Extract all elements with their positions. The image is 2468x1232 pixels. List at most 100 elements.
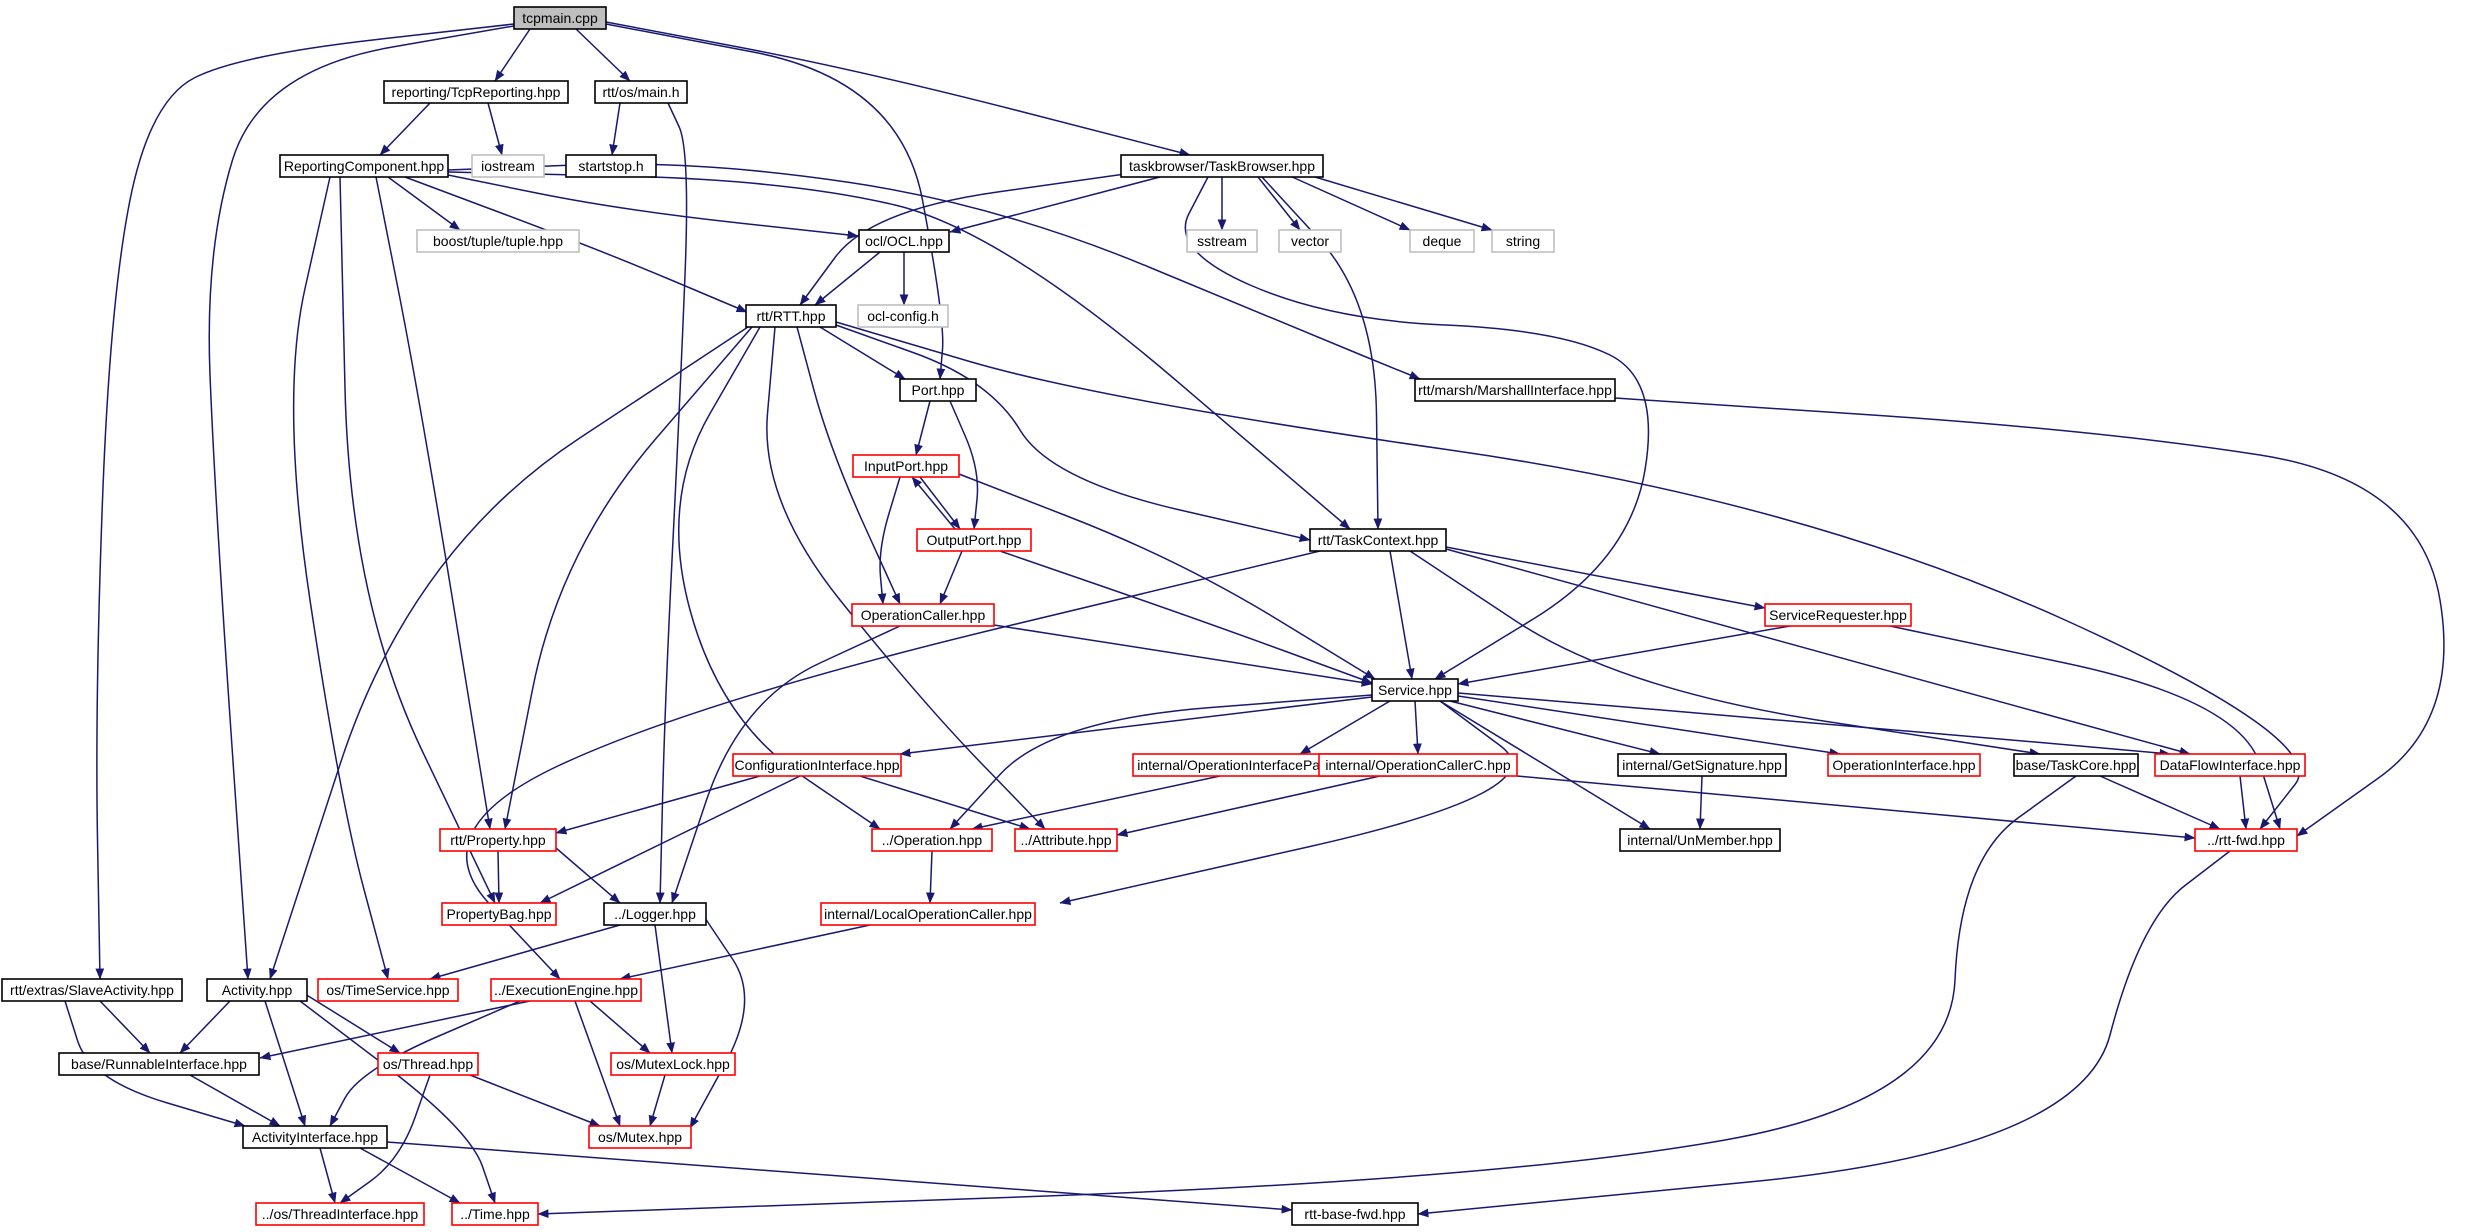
node-configinterface[interactable]: ConfigurationInterface.hpp — [732, 753, 902, 777]
edge-inputport-to-service — [958, 473, 1376, 680]
node-port[interactable]: Port.hpp — [899, 378, 977, 402]
node-iostream[interactable]: iostream — [471, 154, 545, 178]
node-dataflow[interactable]: DataFlowInterface.hpp — [2154, 753, 2306, 777]
edge-taskcontext-to-service — [1389, 550, 1415, 680]
node-label: ocl/OCL.hpp — [865, 233, 943, 249]
node-execengine[interactable]: ../ExecutionEngine.hpp — [490, 978, 642, 1002]
node-box — [58, 1052, 260, 1076]
node-rttbasefwd[interactable]: rtt-base-fwd.hpp — [1291, 1202, 1419, 1226]
node-box — [732, 753, 902, 777]
edge-slaveactivity-to-activityinterface — [64, 1000, 246, 1128]
node-property[interactable]: rtt/Property.hpp — [439, 828, 557, 852]
node-label: internal/GetSignature.hpp — [1622, 757, 1782, 773]
node-deque[interactable]: deque — [1409, 229, 1475, 253]
node-activityinterface[interactable]: ActivityInterface.hpp — [242, 1125, 388, 1149]
node-oclconfig[interactable]: ocl-config.h — [857, 304, 949, 328]
node-activity[interactable]: Activity.hpp — [206, 978, 308, 1002]
edge-outputport-to-inputport — [911, 476, 956, 530]
edge-marshall-to-rttfwd — [1614, 397, 2445, 837]
node-mutex[interactable]: os/Mutex.hpp — [588, 1125, 692, 1149]
node-time[interactable]: ../Time.hpp — [451, 1202, 539, 1226]
edge-execengine-to-mutex — [574, 1000, 621, 1127]
edge-outputport-to-service — [999, 550, 1373, 684]
node-label: string — [1506, 233, 1540, 249]
node-tcpreporting[interactable]: reporting/TcpReporting.hpp — [383, 80, 569, 104]
node-reportingcomponent[interactable]: ReportingComponent.hpp — [279, 154, 449, 178]
node-servicerequester[interactable]: ServiceRequester.hpp — [1764, 603, 1912, 627]
edge-rtt-to-activity — [269, 326, 749, 980]
node-string[interactable]: string — [1491, 229, 1555, 253]
node-box — [451, 1202, 539, 1226]
node-rttfwd[interactable]: ../rtt-fwd.hpp — [2194, 828, 2298, 852]
node-box — [1278, 229, 1342, 253]
node-label: os/TimeService.hpp — [326, 982, 449, 998]
edge-reportingcomponent-to-ocl — [447, 174, 859, 240]
node-propertybag[interactable]: PropertyBag.hpp — [441, 902, 557, 926]
node-marshall[interactable]: rtt/marsh/MarshallInterface.hpp — [1414, 378, 1616, 402]
node-box — [858, 229, 950, 253]
node-label: ../Logger.hpp — [614, 906, 696, 922]
node-thread[interactable]: os/Thread.hpp — [377, 1052, 479, 1076]
edge-service-to-operation — [949, 694, 1373, 830]
node-getsignature[interactable]: internal/GetSignature.hpp — [1617, 753, 1787, 777]
node-label: OperationInterface.hpp — [1832, 757, 1975, 773]
node-attribute[interactable]: ../Attribute.hpp — [1014, 828, 1118, 852]
node-logger[interactable]: ../Logger.hpp — [603, 902, 707, 926]
node-box — [513, 6, 607, 30]
node-outputport[interactable]: OutputPort.hpp — [916, 528, 1032, 552]
edge-tcpreporting-to-reportingcomponent — [379, 102, 431, 156]
node-label: PropertyBag.hpp — [446, 906, 551, 922]
node-box — [1827, 753, 1981, 777]
node-label: os/Thread.hpp — [383, 1056, 473, 1072]
node-taskcore[interactable]: base/TaskCore.hpp — [2013, 753, 2139, 777]
edge-property-to-logger — [555, 847, 621, 904]
node-label: InputPort.hpp — [864, 458, 948, 474]
node-label: internal/LocalOperationCaller.hpp — [824, 906, 1032, 922]
node-inputport[interactable]: InputPort.hpp — [852, 454, 960, 478]
node-threadinterface[interactable]: ../os/ThreadInterface.hpp — [255, 1202, 425, 1226]
node-sstream[interactable]: sstream — [1186, 229, 1258, 253]
node-localopcaller[interactable]: internal/LocalOperationCaller.hpp — [820, 902, 1036, 926]
node-box — [383, 80, 569, 104]
node-osmain[interactable]: rtt/os/main.h — [594, 80, 688, 104]
edge-reportingcomponent-to-marshall — [447, 163, 1421, 380]
edge-taskbrowser-to-ocl — [949, 176, 1161, 234]
edge-rtt-to-property — [502, 326, 753, 830]
node-box — [1120, 154, 1324, 178]
edge-service-to-dataflow — [1457, 692, 2171, 758]
node-service[interactable]: Service.hpp — [1371, 678, 1459, 702]
node-operationcaller[interactable]: OperationCaller.hpp — [851, 603, 995, 627]
node-opcallerc[interactable]: internal/OperationCallerC.hpp — [1318, 753, 1518, 777]
edge-service-to-opinterface — [1457, 695, 1841, 757]
node-box — [2194, 828, 2298, 852]
edge-outputport-to-operationcaller — [939, 550, 963, 605]
edge-tcpmain-to-activity — [208, 23, 526, 980]
node-unmember[interactable]: internal/UnMember.hpp — [1619, 828, 1781, 852]
node-taskcontext[interactable]: rtt/TaskContext.hpp — [1309, 528, 1447, 552]
node-boosttuple[interactable]: boost/tuple/tuple.hpp — [416, 229, 580, 253]
node-rtt[interactable]: rtt/RTT.hpp — [745, 304, 837, 328]
edge-taskcontext-to-execengine — [465, 550, 1321, 980]
node-label: tcpmain.cpp — [522, 10, 598, 26]
node-mutexlock[interactable]: os/MutexLock.hpp — [610, 1052, 736, 1076]
node-operation[interactable]: ../Operation.hpp — [871, 828, 993, 852]
edge-reportingcomponent-to-rtt — [404, 176, 748, 313]
edge-inputport-to-operationcaller — [877, 476, 901, 605]
edge-tcpreporting-to-iostream — [487, 102, 504, 156]
node-box — [1617, 753, 1787, 777]
node-timeservice[interactable]: os/TimeService.hpp — [317, 978, 459, 1002]
edge-taskbrowser-to-rtt — [799, 173, 1126, 306]
node-vector[interactable]: vector — [1278, 229, 1342, 253]
node-runnable[interactable]: base/RunnableInterface.hpp — [58, 1052, 260, 1076]
node-label: ../rtt-fwd.hpp — [2207, 832, 2285, 848]
node-slaveactivity[interactable]: rtt/extras/SlaveActivity.hpp — [1, 978, 183, 1002]
node-box — [2013, 753, 2139, 777]
node-opinterface[interactable]: OperationInterface.hpp — [1827, 753, 1981, 777]
node-label: deque — [1423, 233, 1462, 249]
node-taskbrowser[interactable]: taskbrowser/TaskBrowser.hpp — [1120, 154, 1324, 178]
node-label: rtt/Property.hpp — [450, 832, 546, 848]
node-ocl[interactable]: ocl/OCL.hpp — [858, 229, 950, 253]
node-box — [255, 1202, 425, 1226]
node-tcpmain[interactable]: tcpmain.cpp — [513, 6, 607, 30]
node-startstop[interactable]: startstop.h — [565, 154, 657, 178]
